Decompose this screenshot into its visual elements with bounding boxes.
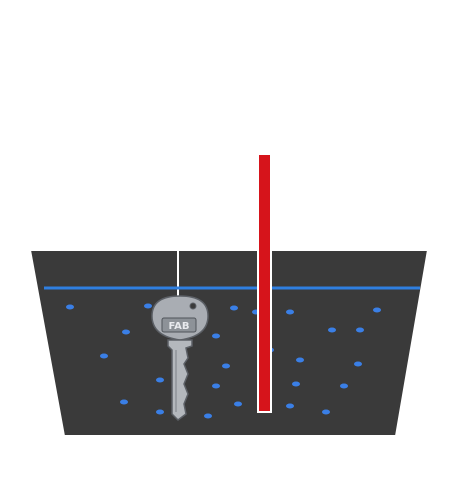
ion-particle	[212, 383, 220, 389]
ion-particle	[340, 383, 348, 389]
ion-particle	[234, 401, 242, 407]
key-blade	[167, 339, 193, 421]
cathode-label: Katoda	[103, 175, 149, 190]
ion-particle	[122, 329, 130, 335]
ion-particle	[322, 409, 330, 415]
ion-particle	[230, 305, 238, 311]
electrolyte-bath	[28, 249, 430, 437]
wire-to-anode	[227, 29, 331, 156]
ion-particle	[156, 377, 164, 383]
ion-particle	[292, 381, 300, 387]
ion-particle	[286, 309, 294, 315]
ion-particle	[328, 327, 336, 333]
battery-plus-sign: +	[234, 11, 245, 26]
ion-particle	[222, 363, 230, 369]
ion-particle	[100, 353, 108, 359]
wire-to-cathode	[89, 29, 211, 159]
ion-particle	[354, 361, 362, 367]
key-brand-label: FAB	[168, 321, 189, 332]
ion-particle	[212, 333, 220, 339]
ion-particle	[296, 357, 304, 363]
anode-reaction: Cu - 2e⁻ → Cu²⁺	[303, 207, 397, 221]
anode-copper-rod	[257, 153, 272, 413]
cathode-reaction: Cu²⁺ + 2e⁻ → Cu	[44, 207, 144, 221]
ion-particle	[356, 327, 364, 333]
ion-particle	[120, 399, 128, 405]
ion-particle	[156, 409, 164, 415]
ion-particle	[204, 413, 212, 419]
ion-particle	[286, 403, 294, 409]
circuit-wire	[89, 29, 331, 159]
key-cathode: FAB	[151, 295, 209, 421]
ion-particle	[66, 304, 74, 310]
key-brand-plate	[161, 317, 197, 333]
anode-label: Anoda - měď Cu	[296, 173, 401, 188]
battery-symbol	[213, 14, 225, 48]
battery-minus-sign: −	[200, 13, 211, 28]
key-hole	[189, 302, 197, 310]
electrolyte-label: Elektrolyt - síran měďnatý CuSO₄	[118, 437, 332, 452]
ion-particle	[144, 303, 152, 309]
ion-particle	[373, 307, 381, 313]
